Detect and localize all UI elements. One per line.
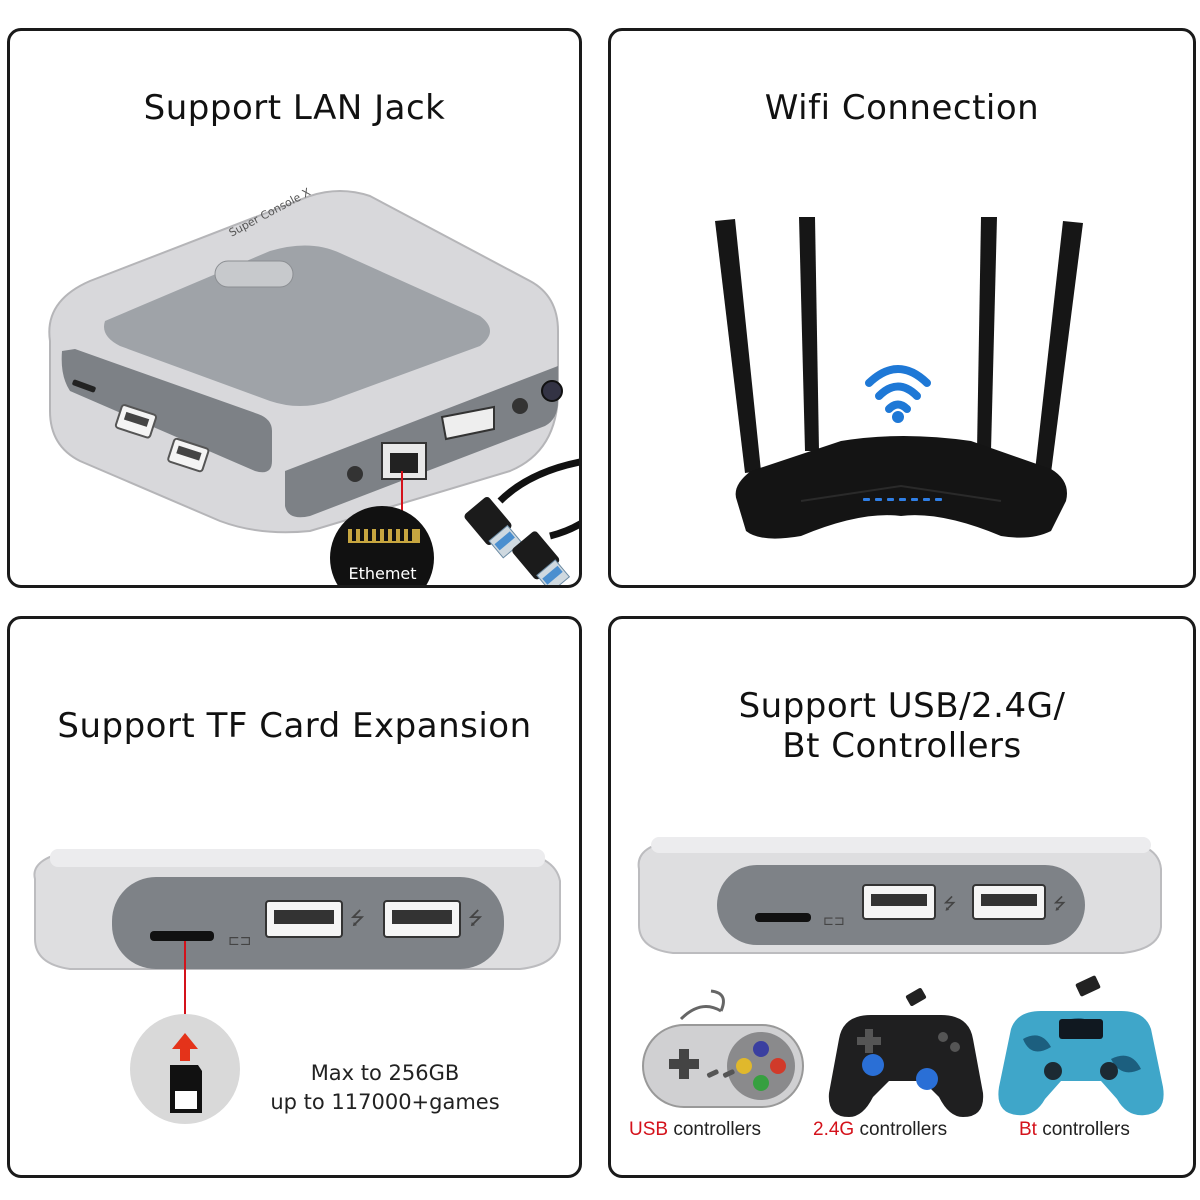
usb-icon: ⭍	[1053, 895, 1066, 913]
router-leds	[863, 498, 942, 501]
wireless-2-4g-controller	[828, 988, 984, 1117]
router-illustration	[715, 217, 1083, 539]
svg-text:⊏⊐: ⊏⊐	[823, 914, 845, 929]
usb-controller	[642, 989, 804, 1108]
controller-label-bt: Bt controllers	[1019, 1119, 1130, 1140]
ethernet-label: Ethemet	[348, 564, 417, 583]
controllers-panel: Support USB/2.4G/ Bt Controllers ⊏⊐ ⭍ ⭍	[608, 616, 1196, 1178]
bluetooth-controller	[998, 975, 1164, 1116]
sd-card-icon	[170, 1065, 202, 1113]
tf-games-text: up to 117000+games	[270, 1090, 500, 1115]
wifi-panel-title: Wifi Connection	[764, 88, 1040, 128]
controller-label-usb: USB controllers	[629, 1119, 761, 1140]
console-with-ethernet-illustration: Super Console X	[48, 185, 579, 585]
tf-card-panel: Support TF Card Expansion ⊏⊐ ⭍ ⭍	[7, 616, 582, 1178]
upload-arrow-icon	[172, 1033, 198, 1061]
svg-text:⊏⊐: ⊏⊐	[228, 933, 251, 949]
tf-capacity-text: Max to 256GB	[310, 1061, 460, 1085]
controllers-title-line1: Support USB/2.4G/	[738, 686, 1066, 726]
usb-port	[862, 884, 936, 920]
tf-panel-title: Support TF Card Expansion	[57, 706, 532, 746]
wifi-icon	[865, 365, 931, 413]
usb-port	[265, 900, 343, 938]
ethernet-cable-icon	[464, 458, 579, 585]
lan-panel-title: Support LAN Jack	[143, 88, 446, 128]
usb-icon: ⭍	[350, 908, 365, 928]
controller-label-2-4g: 2.4G controllers	[813, 1119, 948, 1140]
usb-port	[972, 884, 1046, 920]
console-side-tf-slot-illustration: ⊏⊐ ⭍ ⭍	[33, 849, 561, 1124]
lan-panel: Support LAN Jack Super Console X	[7, 28, 582, 588]
usb-icon: ⭍	[468, 908, 483, 928]
usb-icon: ⭍	[943, 895, 956, 913]
wifi-panel: Wifi Connection	[608, 28, 1196, 588]
usb-port	[383, 900, 461, 938]
controllers-illustration: ⊏⊐ ⭍ ⭍	[637, 837, 1164, 1117]
controllers-title-line2: Bt Controllers	[782, 726, 1022, 766]
